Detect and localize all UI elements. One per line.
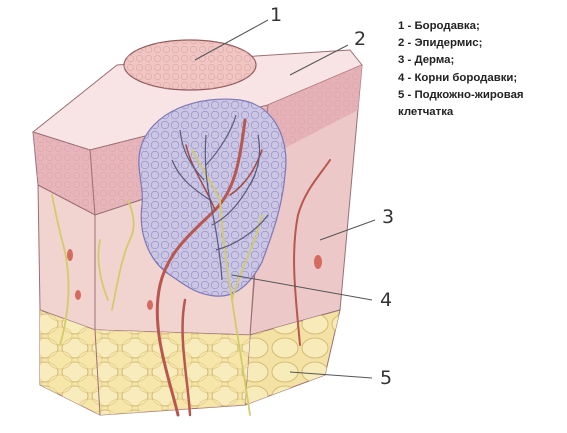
callout-number-5: 5 <box>380 369 392 388</box>
wart <box>124 40 256 90</box>
legend-item-dermis: 3 - Дерма; <box>398 52 564 69</box>
legend-item-epidermis: 2 - Эпидермис; <box>398 35 564 52</box>
legend-item-wart-roots: 4 - Корни бородавки; <box>398 70 564 87</box>
callout-number-2: 2 <box>354 30 366 49</box>
legend-item-wart: 1 - Бородавка; <box>398 18 564 35</box>
legend-item-subcutaneous-fat: 5 - Подкожно-жировая клетчатка <box>398 87 564 121</box>
callout-number-4: 4 <box>380 291 392 310</box>
callout-number-1: 1 <box>270 6 282 25</box>
legend: 1 - Бородавка; 2 - Эпидермис; 3 - Дерма;… <box>398 18 564 121</box>
callout-number-3: 3 <box>382 208 394 227</box>
